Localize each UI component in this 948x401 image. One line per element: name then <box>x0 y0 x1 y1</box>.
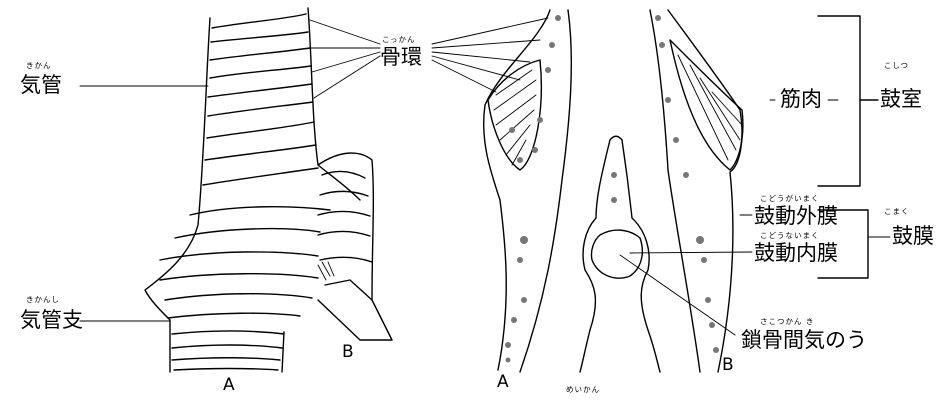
kikanshi-ruby: きかんし <box>26 296 60 304</box>
leader-lines-right <box>620 16 890 335</box>
kikanshi-label: 気管支 <box>20 310 83 331</box>
kodougaimaku-ruby: こどうがいまく <box>760 195 820 203</box>
trachea-syrinx-figure <box>145 8 392 372</box>
komaku-label: 鼓膜 <box>892 226 934 247</box>
sakotsukankinou-label: 鎖骨間気のう <box>741 330 867 351</box>
letter-left-b: B <box>342 344 354 361</box>
section-middle <box>580 136 660 372</box>
kokan-ruby: こっかん <box>382 36 415 44</box>
koshitsu-ruby: こしつ <box>884 62 909 70</box>
komaku-ruby: こまく <box>884 208 910 216</box>
kodougaimaku-label: 鼓動外膜 <box>754 206 838 227</box>
kikan-ruby: きかん <box>26 62 52 70</box>
section-b <box>650 10 743 372</box>
koshitsu-label: 鼓室 <box>880 89 922 110</box>
kikan-label: 気管 <box>20 75 62 96</box>
kodounaimaku-label: 鼓動内膜 <box>754 243 838 264</box>
letter-left-a: A <box>223 377 235 394</box>
kokan-label: 骨環 <box>380 47 422 68</box>
kodounaimaku-ruby: こどうないまく <box>760 232 820 240</box>
kinniku-label: 筋肉 <box>780 89 822 110</box>
letter-right-b: B <box>722 357 734 374</box>
sakotsukankinou-ruby: さこつかん き <box>760 318 814 326</box>
section-a <box>484 10 572 372</box>
letter-right-a: A <box>497 374 509 391</box>
leader-lines-left <box>80 18 548 321</box>
meikan-ruby: めいかん <box>566 386 600 394</box>
